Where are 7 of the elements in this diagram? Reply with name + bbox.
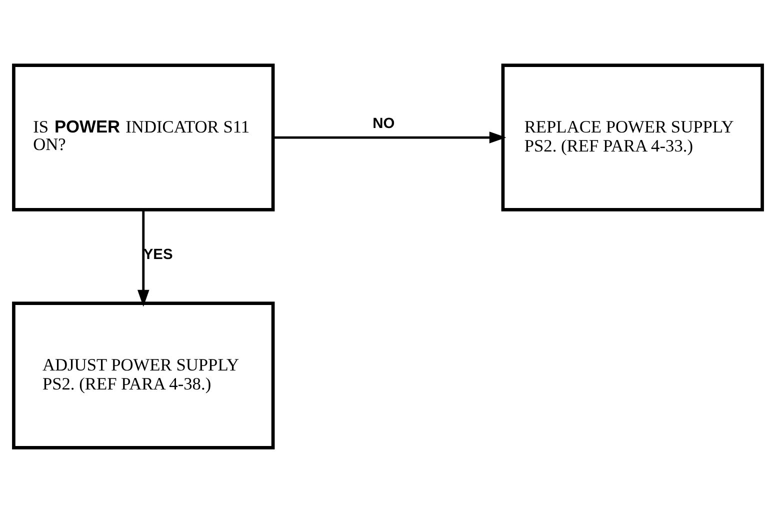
arrow — [273, 131, 506, 143]
edge-label: YES — [143, 246, 173, 262]
node-box: ADJUST POWER SUPPLY PS2. (REF PARA 4-38.) — [12, 301, 275, 449]
node-box: IS POWER INDICATOR S11 ON? — [12, 63, 275, 211]
edge-label: NO — [372, 115, 395, 132]
node-box: REPLACE POWER SUPPLY PS2. (REF PARA 4-33.) — [501, 63, 764, 211]
arrow — [137, 210, 150, 306]
